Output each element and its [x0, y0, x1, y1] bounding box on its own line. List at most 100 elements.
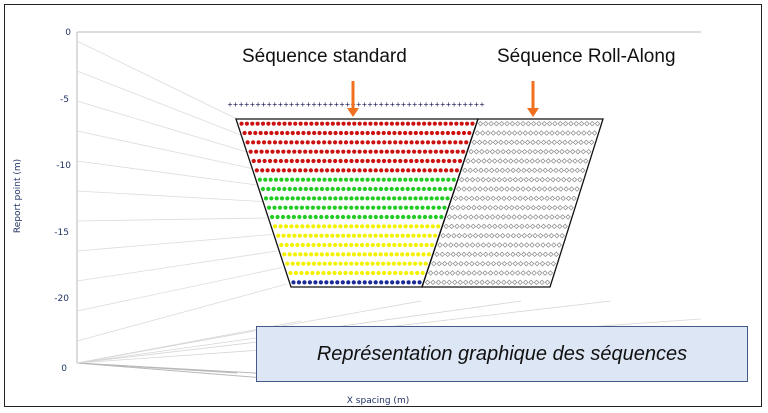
- standard-data-point: [335, 214, 340, 220]
- standard-data-point: [254, 168, 259, 173]
- standard-data-point: [272, 140, 278, 145]
- standard-data-point: [325, 186, 330, 192]
- standard-data-point: [335, 280, 340, 285]
- standard-data-point: [330, 149, 335, 154]
- rollalong-data-point: [495, 148, 501, 155]
- rollalong-data-point: [452, 260, 459, 267]
- standard-data-point: [287, 168, 292, 173]
- standard-data-point: [362, 149, 368, 154]
- standard-data-point: [416, 121, 421, 126]
- standard-data-point: [319, 233, 324, 238]
- rollalong-data-point: [472, 232, 479, 239]
- standard-data-point: [294, 140, 299, 145]
- rollalong-data-point: [558, 167, 565, 174]
- standard-data-point: [338, 205, 343, 210]
- rollalong-data-point: [473, 214, 480, 220]
- rollalong-data-point: [556, 139, 563, 146]
- standard-data-point: [365, 261, 370, 266]
- standard-data-point: [387, 140, 392, 145]
- grid-line: [76, 267, 283, 312]
- standard-data-point: [338, 196, 343, 201]
- standard-data-point: [349, 196, 354, 201]
- standard-data-point: [300, 242, 305, 248]
- rollalong-data-point: [474, 195, 480, 202]
- standard-data-point: [425, 140, 431, 145]
- standard-data-point: [297, 233, 302, 238]
- standard-data-point: [330, 168, 335, 173]
- standard-data-point: [437, 186, 443, 192]
- rollalong-data-point: [511, 214, 517, 220]
- standard-data-point: [400, 252, 405, 257]
- standard-data-point: [430, 158, 435, 164]
- standard-data-point: [295, 261, 301, 266]
- rollalong-data-point: [480, 260, 486, 267]
- standard-data-point: [365, 140, 370, 145]
- standard-data-point: [298, 252, 303, 257]
- rollalong-data-point: [483, 251, 489, 258]
- standard-data-point: [439, 149, 444, 154]
- standard-data-point: [354, 205, 359, 210]
- rollalong-data-point: [573, 120, 579, 127]
- standard-data-point: [448, 121, 454, 126]
- standard-data-point: [420, 205, 425, 210]
- standard-data-point: [305, 140, 310, 145]
- standard-data-point: [272, 205, 277, 210]
- standard-data-point: [422, 214, 428, 220]
- rollalong-data-point: [470, 223, 476, 230]
- standard-data-point: [302, 280, 307, 285]
- rollalong-data-point: [455, 186, 462, 192]
- standard-data-point: [397, 242, 402, 248]
- rollalong-data-point: [524, 139, 531, 146]
- standard-data-point: [326, 270, 332, 276]
- standard-data-point: [297, 214, 302, 220]
- standard-data-point: [322, 158, 327, 164]
- standard-data-point: [443, 186, 448, 192]
- standard-data-point: [327, 196, 333, 201]
- rollalong-data-point: [522, 195, 529, 202]
- rollalong-data-point: [506, 279, 513, 286]
- standard-data-point: [416, 186, 421, 192]
- standard-data-point: [384, 186, 389, 192]
- rollalong-data-point: [474, 260, 480, 267]
- standard-data-point: [405, 252, 410, 257]
- standard-data-point: [289, 242, 295, 248]
- standard-data-point: [360, 205, 365, 210]
- standard-data-point: [427, 121, 432, 126]
- standard-data-point: [354, 270, 359, 276]
- standard-data-point: [270, 149, 275, 154]
- standard-data-point: [277, 121, 282, 126]
- standard-data-point: [311, 261, 317, 266]
- standard-data-point: [451, 130, 456, 136]
- standard-data-point: [327, 140, 332, 145]
- rollalong-data-point: [483, 120, 489, 127]
- standard-data-point: [381, 196, 386, 201]
- rollalong-data-point: [497, 158, 503, 164]
- electrode-marker: +: [323, 100, 328, 109]
- standard-data-point: [357, 233, 362, 238]
- rollalong-data-point: [507, 176, 513, 183]
- rollalong-data-point: [458, 195, 464, 202]
- rollalong-data-point: [512, 260, 519, 267]
- standard-data-point: [368, 233, 373, 238]
- rollalong-data-point: [562, 120, 569, 127]
- standard-data-point: [376, 242, 381, 248]
- standard-data-point: [411, 186, 416, 192]
- rollalong-data-point: [440, 232, 446, 239]
- standard-data-point: [432, 186, 437, 192]
- rollalong-data-point: [557, 204, 563, 211]
- standard-data-point: [365, 242, 370, 248]
- standard-data-point: [344, 130, 349, 136]
- electrode-marker: +: [261, 100, 266, 109]
- standard-data-point: [470, 121, 475, 126]
- rollalong-data-point: [471, 139, 477, 146]
- rollalong-data-point: [524, 242, 530, 248]
- standard-data-point: [346, 280, 351, 285]
- standard-data-point: [394, 252, 399, 257]
- rollalong-data-point: [515, 120, 521, 127]
- standard-data-point: [337, 270, 343, 276]
- rollalong-data-point: [521, 148, 528, 155]
- standard-data-point: [307, 280, 313, 285]
- standard-data-point: [379, 214, 384, 220]
- standard-data-point: [255, 121, 260, 126]
- standard-data-point: [368, 186, 373, 192]
